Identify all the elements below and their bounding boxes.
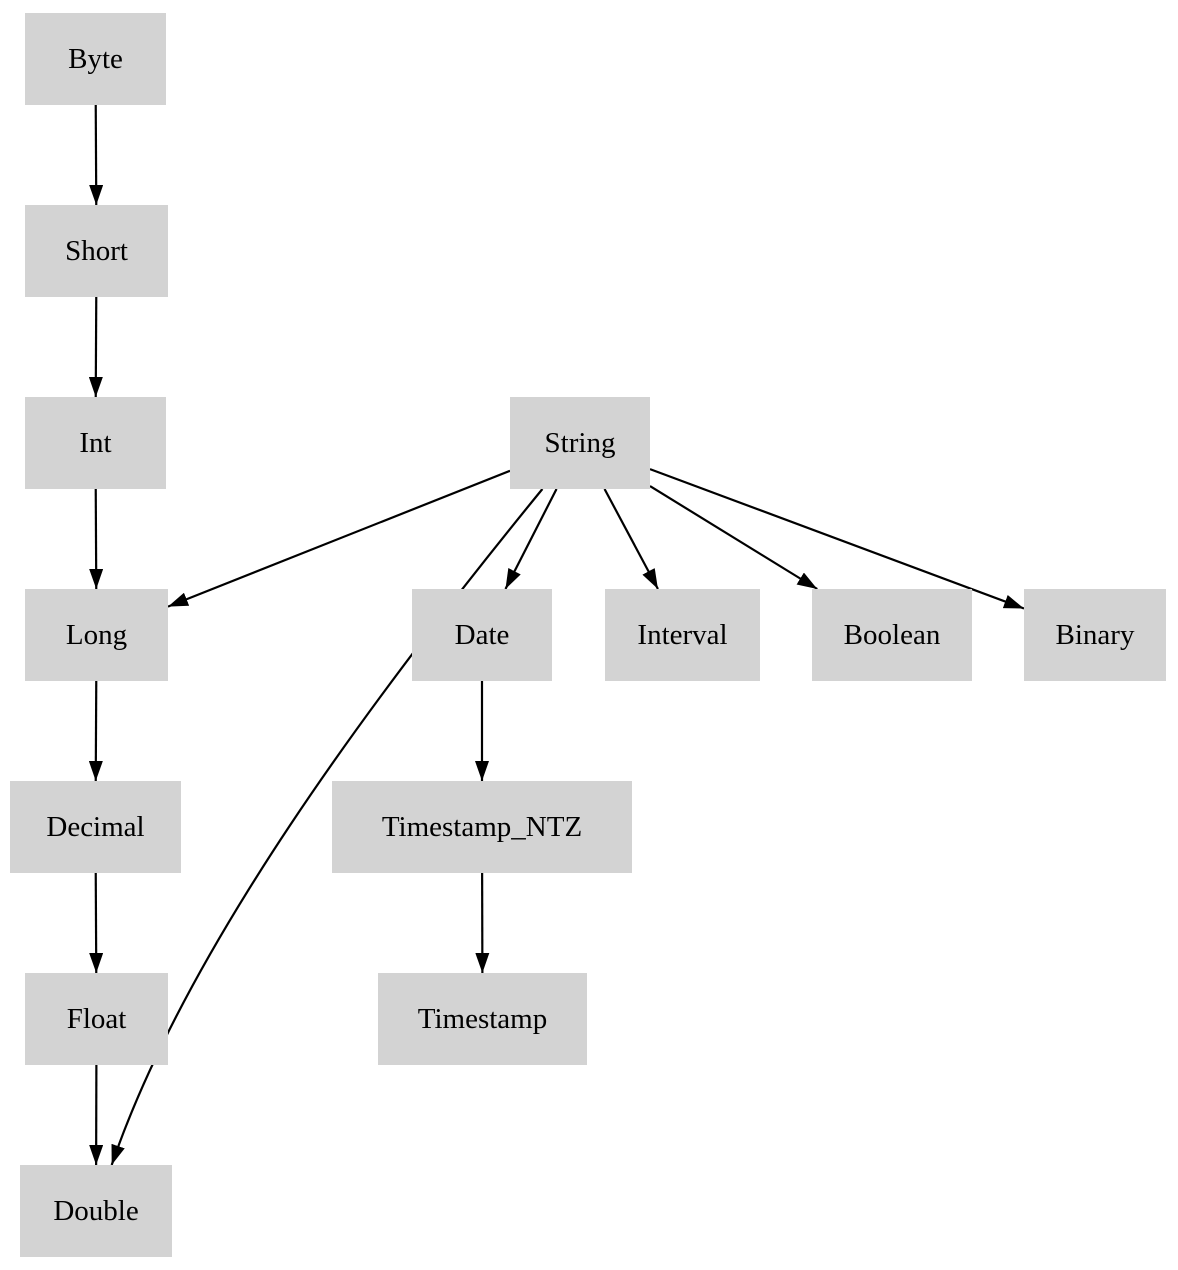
- node-date: Date: [412, 589, 552, 681]
- node-binary: Binary: [1024, 589, 1166, 681]
- edge-string-binary: [649, 468, 1025, 610]
- edge-string-boolean: [649, 485, 818, 590]
- node-string: String: [510, 397, 650, 489]
- edge-short-int: [88, 296, 103, 398]
- edge-string-date: [504, 488, 558, 590]
- node-short: Short: [25, 205, 168, 297]
- node-byte: Byte: [25, 13, 166, 105]
- edge-long-decimal: [88, 680, 103, 782]
- node-float: Float: [25, 973, 168, 1065]
- node-label: Double: [53, 1194, 139, 1227]
- node-label: Long: [65, 618, 128, 651]
- node-label: Float: [66, 1002, 127, 1035]
- node-label: Timestamp_NTZ: [381, 810, 583, 843]
- node-interval: Interval: [605, 589, 760, 681]
- node-timestamp_ntz: Timestamp_NTZ: [332, 781, 632, 873]
- node-boolean: Boolean: [812, 589, 972, 681]
- node-timestamp: Timestamp: [378, 973, 587, 1065]
- node-label: Short: [65, 234, 128, 267]
- node-label: Date: [454, 618, 510, 651]
- node-label: Binary: [1055, 618, 1135, 651]
- node-label: Int: [79, 426, 112, 459]
- node-label: String: [544, 426, 616, 459]
- node-label: Decimal: [46, 810, 145, 843]
- node-label: Interval: [637, 618, 728, 651]
- edge-string-long: [167, 469, 511, 608]
- node-long: Long: [25, 589, 168, 681]
- edge-int-long: [89, 488, 104, 590]
- node-label: Boolean: [843, 618, 941, 651]
- node-label: Byte: [68, 42, 123, 75]
- node-double: Double: [20, 1165, 172, 1257]
- node-int: Int: [25, 397, 166, 489]
- edge-decimal-float: [89, 872, 104, 974]
- node-label: Timestamp: [417, 1002, 548, 1035]
- edge-byte-short: [89, 104, 104, 206]
- node-decimal: Decimal: [10, 781, 181, 873]
- edge-string-interval: [603, 488, 659, 590]
